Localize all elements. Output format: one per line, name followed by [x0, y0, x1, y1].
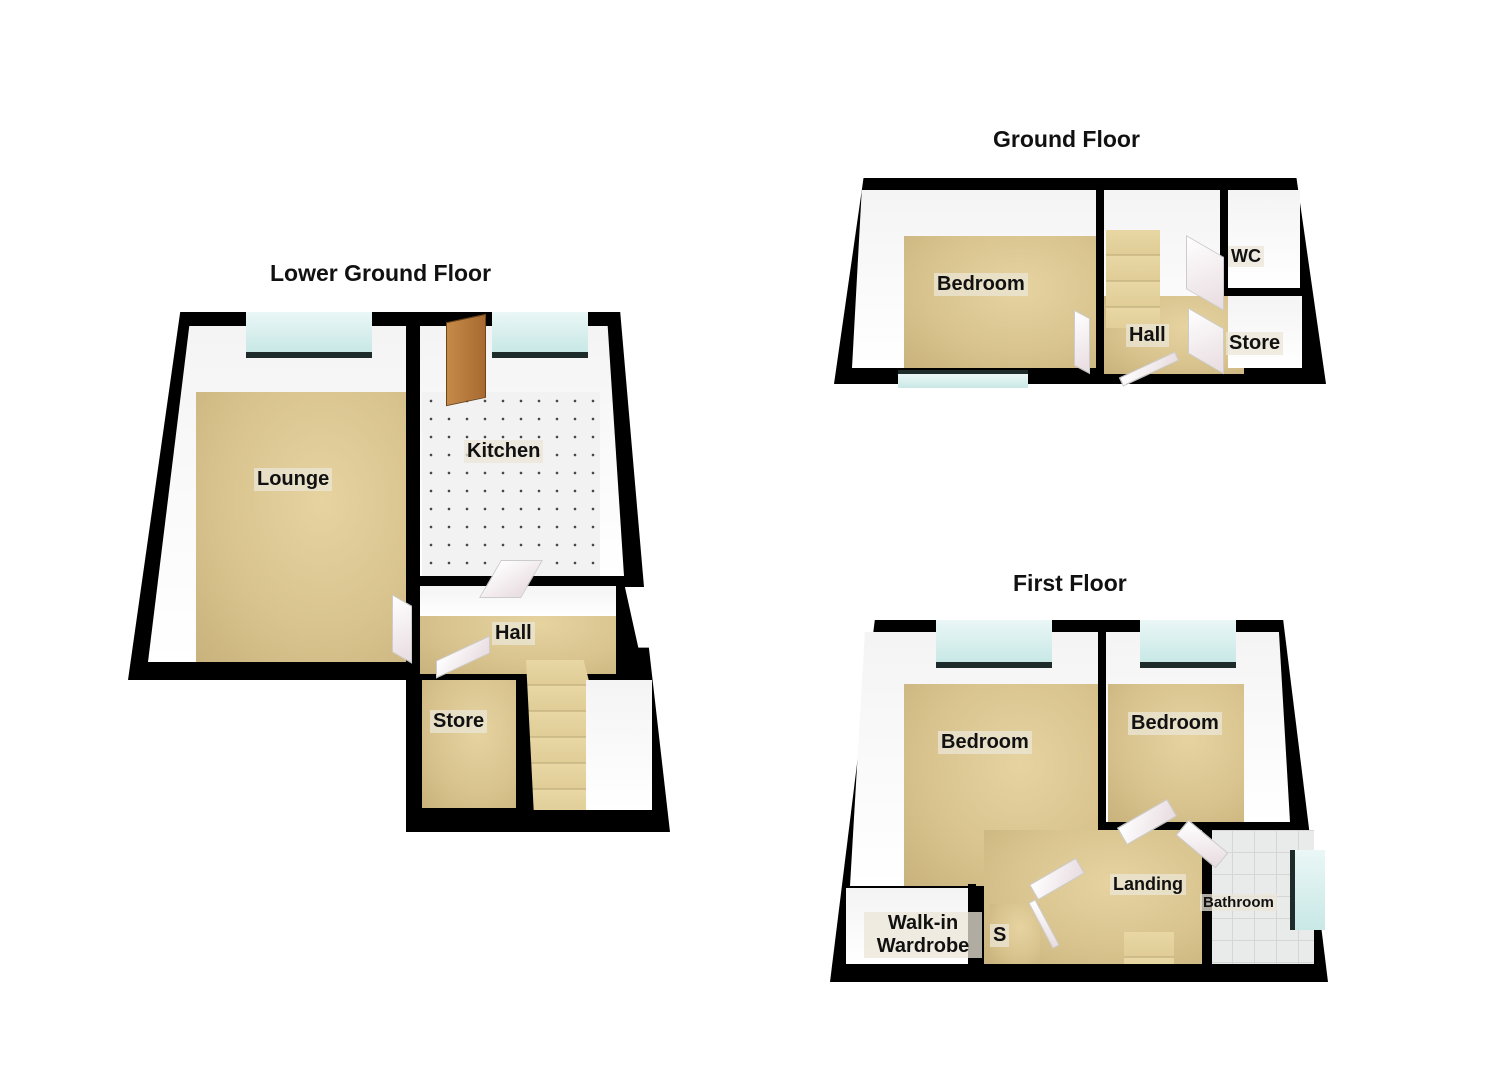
room-label-landing: Landing	[1110, 874, 1186, 895]
lounge-door-icon	[392, 594, 412, 664]
room-label-lounge: Lounge	[254, 468, 333, 491]
floor-title-ground: Ground Floor	[993, 126, 1140, 152]
kitchen-floor	[422, 392, 600, 576]
room-label-first-bedroom-1: Bedroom	[938, 731, 1032, 754]
lounge-window	[246, 312, 372, 358]
lounge-floor	[196, 392, 406, 662]
room-label-kitchen: Kitchen	[464, 440, 544, 463]
first-floor-stairs	[1124, 932, 1174, 964]
ground-bedroom-floor	[904, 236, 1096, 368]
room-label-ground-hall: Hall	[1126, 324, 1169, 347]
room-label-store: Store	[430, 710, 488, 733]
front-door-icon	[446, 313, 486, 407]
wc-store-divider	[1222, 290, 1306, 296]
wc-walls	[1228, 190, 1300, 288]
ground-bedroom-window	[898, 370, 1028, 388]
bedroom-divider-wall	[1098, 620, 1106, 886]
understair-cupboard	[586, 680, 652, 810]
room-label-bathroom: Bathroom	[1200, 894, 1277, 912]
room-label-s-cupboard: S	[990, 924, 1010, 947]
first-bedroom-2-window	[1140, 620, 1236, 668]
room-label-walk-in-wardrobe: Walk-in Wardrobe	[864, 912, 982, 958]
ground-staircase	[1106, 230, 1160, 328]
store-floor	[422, 680, 516, 808]
floor-title-lower-ground: Lower Ground Floor	[270, 260, 492, 286]
room-label-first-bedroom-2: Bedroom	[1128, 712, 1222, 735]
room-label-ground-bedroom: Bedroom	[934, 273, 1028, 296]
room-label-ground-store: Store	[1226, 332, 1284, 355]
first-bedroom-1-window	[936, 620, 1052, 668]
room-label-wc: WC	[1228, 246, 1264, 267]
ground-bedroom-door-icon	[1074, 309, 1090, 375]
floor-title-first: First Floor	[1013, 570, 1127, 596]
room-label-hall: Hall	[492, 622, 535, 645]
kitchen-window	[492, 312, 588, 358]
bathroom-window	[1290, 850, 1325, 930]
first-bedroom-2-floor	[1108, 684, 1244, 822]
